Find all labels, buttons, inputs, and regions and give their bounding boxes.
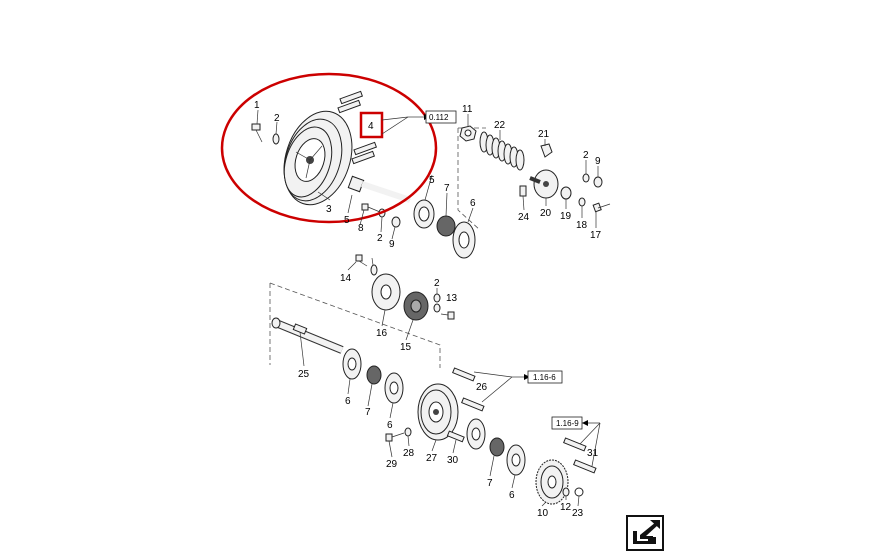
pulley-assembly xyxy=(251,90,476,259)
flange[interactable] xyxy=(371,273,401,311)
washer[interactable] xyxy=(433,303,441,313)
bushing[interactable] xyxy=(560,186,572,200)
callout-21: 21 xyxy=(538,129,550,140)
bearing[interactable] xyxy=(436,215,456,237)
callout-6: 6 xyxy=(345,396,351,407)
drive-assembly xyxy=(269,282,597,505)
ref-label-1169: 1.16-9 xyxy=(556,419,579,428)
callout-18: 18 xyxy=(576,220,588,231)
return-arrow-icon[interactable] xyxy=(626,515,664,551)
callout-10: 10 xyxy=(537,508,549,519)
pins[interactable] xyxy=(337,90,378,165)
callout-24: 24 xyxy=(518,212,530,223)
callout-27: 27 xyxy=(426,453,438,464)
callout-7: 7 xyxy=(487,478,493,489)
callout-17: 17 xyxy=(590,230,602,241)
callout-2: 2 xyxy=(377,233,383,244)
highlight-box xyxy=(359,111,384,139)
callout-29: 29 xyxy=(386,459,398,470)
callout-6: 6 xyxy=(470,198,476,209)
callout-31: 31 xyxy=(587,448,599,459)
callout-11: 11 xyxy=(462,104,473,115)
callout-6: 6 xyxy=(509,490,515,501)
callout-2: 2 xyxy=(583,150,589,161)
washer[interactable] xyxy=(433,293,441,303)
pin[interactable] xyxy=(446,430,465,443)
callout-4: 4 xyxy=(368,121,374,132)
callout-8: 8 xyxy=(358,223,364,234)
callout-30: 30 xyxy=(447,455,459,466)
nut[interactable] xyxy=(562,487,570,497)
disc[interactable] xyxy=(342,348,362,380)
pins[interactable] xyxy=(563,437,597,474)
ref-box-1166[interactable] xyxy=(527,370,563,384)
washer[interactable] xyxy=(582,173,590,183)
callout-5: 5 xyxy=(429,175,435,186)
disc[interactable] xyxy=(506,444,526,476)
bolt[interactable] xyxy=(361,203,381,213)
bolt[interactable] xyxy=(440,311,455,320)
ref-label-1166: 1.16-6 xyxy=(533,373,556,382)
callout-23: 23 xyxy=(572,508,584,519)
callout-9: 9 xyxy=(389,239,395,250)
callout-7: 7 xyxy=(444,183,450,194)
callout-22: 22 xyxy=(494,120,506,131)
callout-2: 2 xyxy=(274,113,280,124)
callout-13: 13 xyxy=(446,293,458,304)
pulley[interactable] xyxy=(417,383,459,441)
spring[interactable] xyxy=(479,131,525,171)
pins[interactable] xyxy=(452,367,485,412)
bolt[interactable] xyxy=(519,185,527,197)
washer[interactable] xyxy=(578,197,586,207)
washer[interactable] xyxy=(370,264,378,276)
disc[interactable] xyxy=(466,418,486,450)
callout-12: 12 xyxy=(560,502,572,513)
callout-20: 20 xyxy=(540,208,552,219)
bolt[interactable] xyxy=(385,432,405,442)
spring-assembly xyxy=(457,125,611,231)
bearing[interactable] xyxy=(489,437,505,457)
disc[interactable] xyxy=(384,372,404,404)
callout-5: 5 xyxy=(344,215,350,226)
bearing[interactable] xyxy=(366,365,382,385)
callout-15: 15 xyxy=(400,342,412,353)
callout-2: 2 xyxy=(434,278,440,289)
bolt[interactable] xyxy=(592,202,611,213)
washer[interactable] xyxy=(272,133,280,145)
callout-25: 25 xyxy=(298,369,310,380)
hub-shaft[interactable] xyxy=(347,175,411,203)
callout-28: 28 xyxy=(403,448,415,459)
callout-19: 19 xyxy=(560,211,572,222)
drive-shaft[interactable] xyxy=(271,317,344,354)
coupling-assembly xyxy=(355,254,455,321)
ref-box-0112[interactable] xyxy=(425,110,457,124)
washer[interactable] xyxy=(404,427,412,437)
pulley[interactable] xyxy=(273,102,364,213)
bracket[interactable] xyxy=(540,143,553,158)
callout-1: 1 xyxy=(254,100,260,111)
callout-3: 3 xyxy=(326,204,332,215)
callout-14: 14 xyxy=(340,273,352,284)
bolt[interactable] xyxy=(251,123,263,143)
callout-26: 26 xyxy=(476,382,488,393)
callout-labels: 1 2 3 4 5 5 7 6 8 2 9 11 22 21 2 9 24 20… xyxy=(254,100,602,519)
leader-lines xyxy=(256,109,599,507)
sprocket[interactable] xyxy=(535,459,569,505)
ref-label-0112: 0.112 xyxy=(429,113,449,122)
callout-6: 6 xyxy=(387,420,393,431)
bolt[interactable] xyxy=(355,254,368,267)
highlight-circle xyxy=(220,72,438,224)
nut[interactable] xyxy=(459,125,477,142)
callout-9: 9 xyxy=(595,156,601,167)
snap-ring[interactable] xyxy=(574,487,584,497)
coupling[interactable] xyxy=(403,291,429,321)
callout-16: 16 xyxy=(376,328,388,339)
nut[interactable] xyxy=(593,176,603,188)
nut[interactable] xyxy=(391,216,401,228)
callout-7: 7 xyxy=(365,407,371,418)
tensioner-plate[interactable] xyxy=(529,169,559,199)
